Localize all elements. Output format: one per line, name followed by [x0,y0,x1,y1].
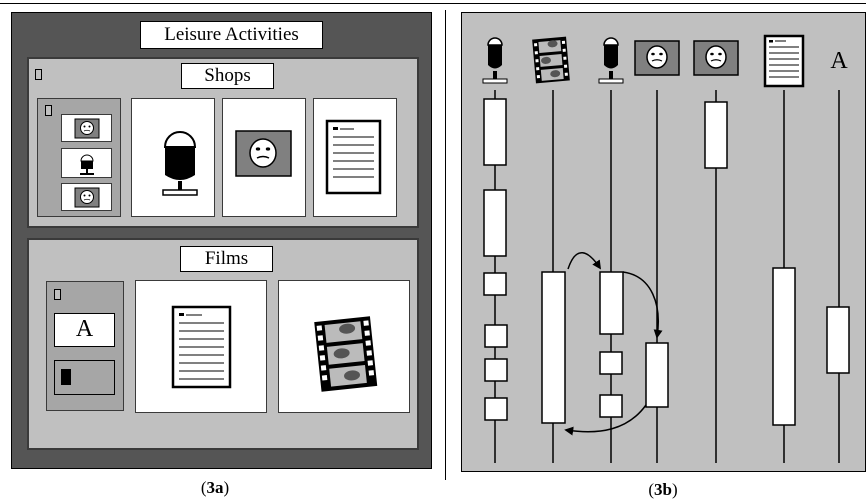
flow-arrow [622,271,663,339]
flow-arrow [567,252,601,270]
microphone-card[interactable] [131,98,215,217]
face-icon [634,40,680,76]
films-title: Films [180,246,273,272]
activity-block[interactable] [541,271,566,424]
flow-arrow [564,404,647,436]
activity-block[interactable] [599,351,623,375]
audio-control[interactable] [54,360,115,395]
text-letter-icon[interactable]: A [54,313,115,347]
activity-block[interactable] [826,306,850,374]
caption-3a: (3a) [200,478,230,497]
document-icon [171,305,232,389]
face-thumb-card[interactable] [61,114,112,142]
face-icon [235,130,292,177]
face-icon [74,187,100,208]
face-thumb-card[interactable] [61,183,112,211]
activity-block[interactable] [484,324,508,348]
panel-divider [445,10,446,480]
film-strip-icon [532,36,570,84]
activity-block[interactable] [645,342,669,408]
caption-3b: (3b) [648,480,678,499]
document-icon [325,119,382,195]
face-icon [74,118,100,139]
activity-blocks [483,98,850,426]
microphone-icon [598,37,624,84]
film-card[interactable] [278,280,410,413]
activity-block[interactable] [772,267,796,426]
microphone-icon [162,131,198,196]
shops-title: Shops [181,63,274,89]
activity-block[interactable] [484,358,508,382]
film-strip-icon [314,316,378,392]
document-icon [763,34,805,88]
top-rule [0,3,866,4]
text-letter-icon: A [830,48,848,74]
activity-block[interactable] [484,397,508,421]
activity-block[interactable] [599,271,624,335]
leisure-activities-title: Leisure Activities [140,21,323,49]
pin-icon[interactable] [54,289,61,300]
pin-icon[interactable] [45,105,52,116]
activity-block[interactable] [483,98,507,166]
stop-icon [61,369,71,385]
activity-block[interactable] [483,272,507,296]
microphone-icon [80,154,94,175]
microphone-icon [482,37,508,84]
flow-arrows [564,252,663,436]
face-icon [693,40,739,76]
document-card[interactable] [135,280,267,413]
microphone-thumb-card[interactable] [61,148,112,178]
document-card[interactable] [313,98,397,217]
activity-block[interactable] [599,394,623,418]
activity-block[interactable] [704,101,728,169]
activity-block[interactable] [483,189,507,257]
pin-icon[interactable] [35,69,42,80]
face-card[interactable] [222,98,306,217]
